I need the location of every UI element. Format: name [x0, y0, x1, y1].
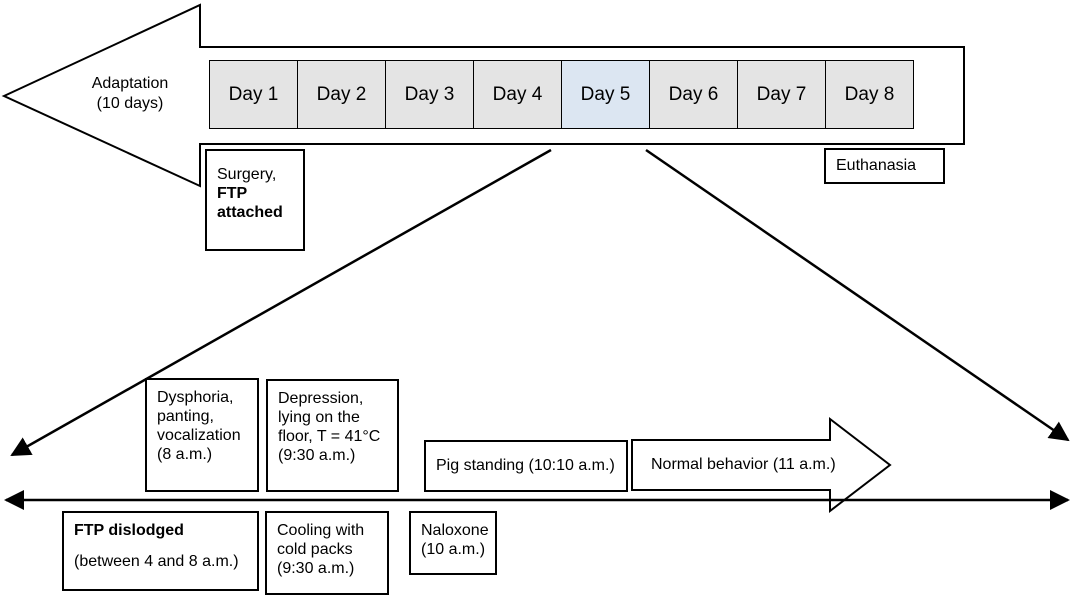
surgery-label: Surgery, — [217, 166, 277, 183]
euthanasia-box: Euthanasia — [824, 148, 945, 184]
attached-label: attached — [217, 204, 283, 221]
day-cell-1: Day 1 — [209, 60, 298, 129]
surgery-box: Surgery, FTP attached — [205, 149, 305, 251]
ftp-dislodged-box: FTP dislodged (between 4 and 8 a.m.) — [62, 511, 259, 591]
dysphoria-line-3: vocalization — [157, 427, 241, 444]
day-cell-4: Day 4 — [473, 60, 562, 129]
ftp-dislodged-title: FTP dislodged — [74, 522, 184, 539]
adaptation-label: Adaptation (10 days) — [86, 74, 174, 114]
pig-standing-box: Pig standing (10:10 a.m.) — [424, 440, 628, 492]
depression-line-3: floor, T = 41°C — [278, 428, 381, 445]
depression-line-2: lying on the — [278, 409, 360, 426]
ftp-label: FTP — [217, 185, 248, 202]
pig-standing-label: Pig standing (10:10 a.m.) — [436, 457, 615, 474]
dysphoria-line-2: panting, — [157, 408, 214, 425]
day-cell-2: Day 2 — [297, 60, 386, 129]
euthanasia-label: Euthanasia — [836, 157, 917, 174]
day-cell-8: Day 8 — [825, 60, 914, 129]
zoom-line-right — [645, 148, 1070, 442]
dysphoria-time: (8 a.m.) — [157, 446, 213, 463]
depression-box: Depression, lying on the floor, T = 41°C… — [266, 379, 399, 492]
depression-time: (9:30 a.m.) — [278, 447, 356, 464]
depression-line-1: Depression, — [278, 390, 364, 407]
dysphoria-box: Dysphoria, panting, vocalization (8 a.m.… — [145, 378, 259, 492]
day-cell-7: Day 7 — [737, 60, 826, 129]
cooling-line-1: Cooling with — [277, 522, 365, 539]
adaptation-title: Adaptation — [91, 75, 169, 92]
dysphoria-line-1: Dysphoria, — [157, 389, 234, 406]
naloxone-time: (10 a.m.) — [421, 541, 486, 558]
naloxone-box: Naloxone (10 a.m.) — [409, 511, 497, 575]
ftp-dislodged-time: (between 4 and 8 a.m.) — [74, 553, 239, 570]
cooling-time: (9:30 a.m.) — [277, 560, 355, 577]
zoom-line-left — [10, 148, 552, 457]
day-cell-6: Day 6 — [649, 60, 738, 129]
day-cell-3: Day 3 — [385, 60, 474, 129]
cooling-line-2: cold packs — [277, 541, 353, 558]
naloxone-label: Naloxone — [421, 522, 489, 539]
day-cell-5: Day 5 — [561, 60, 650, 129]
cooling-box: Cooling with cold packs (9:30 a.m.) — [265, 511, 389, 595]
normal-behavior-label: Normal behavior (11 a.m.) — [651, 456, 836, 473]
adaptation-duration: (10 days) — [96, 95, 164, 112]
